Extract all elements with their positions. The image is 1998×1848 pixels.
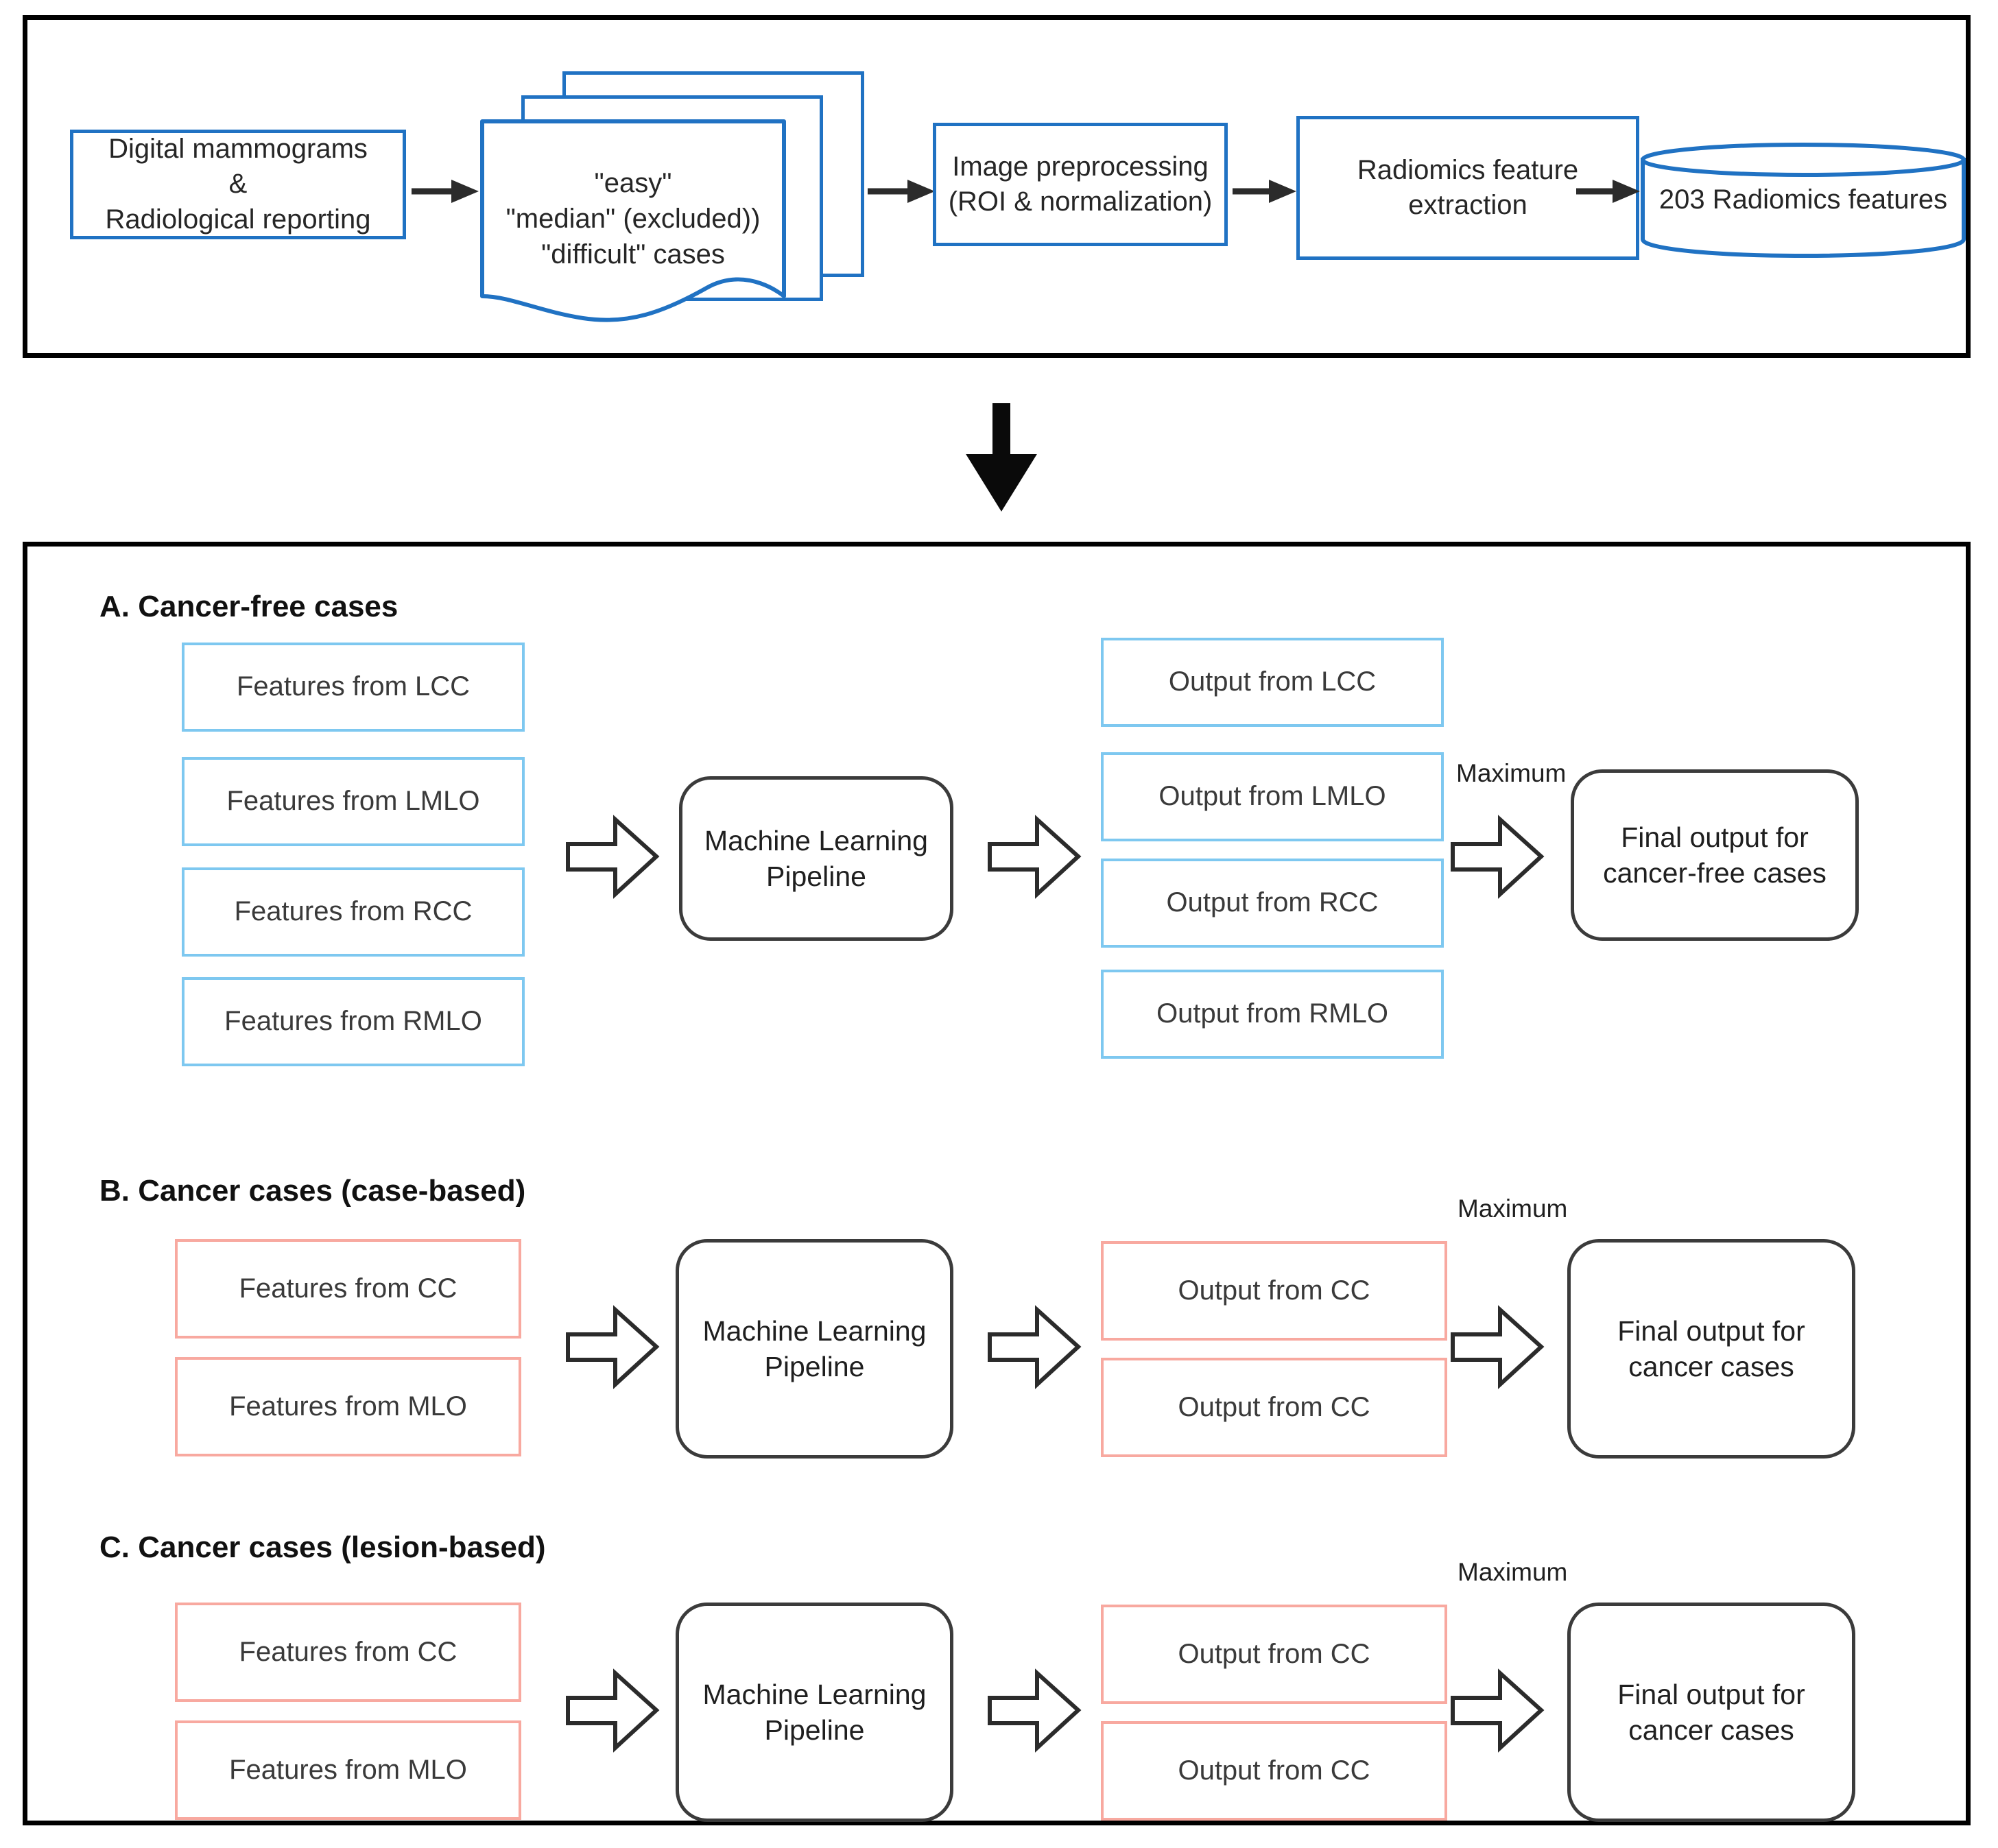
feature-store-label: 203 Radiomics features [1658, 184, 1948, 215]
section-a-output-3: Output from RMLO [1101, 970, 1444, 1059]
top-pipeline-panel: Digital mammograms & Radiological report… [23, 15, 1971, 358]
section-c-pipeline: Machine Learning Pipeline [676, 1603, 953, 1822]
section-b-arrow-in [566, 1304, 660, 1390]
node-feature-extraction: Radiomics feature extraction [1296, 116, 1639, 260]
section-c-arrow-in [566, 1668, 660, 1753]
section-b-input-1: Features from MLO [175, 1357, 521, 1456]
section-a-input-2: Features from RCC [182, 867, 525, 957]
section-title-c: C. Cancer cases (lesion-based) [99, 1531, 546, 1564]
section-a-pipeline: Machine Learning Pipeline [679, 776, 953, 941]
section-a-output-2: Output from RCC [1101, 859, 1444, 948]
node-preprocessing: Image preprocessing (ROI & normalization… [933, 123, 1228, 246]
panel-transition-arrow [960, 403, 1043, 513]
section-c-output-1: Output from CC [1101, 1721, 1447, 1821]
section-a-arrow-in [566, 814, 660, 900]
section-b-arrow-out [988, 1304, 1082, 1390]
stack-sheet-front [480, 119, 786, 322]
section-c-aggregation-label: Maximum [1458, 1558, 1568, 1586]
section-b-output-0: Output from CC [1101, 1241, 1447, 1341]
case-stack-label: "easy" "median" (excluded)) "difficult" … [506, 168, 761, 269]
section-c-arrow-final [1451, 1668, 1545, 1753]
cylinder-icon [1641, 143, 1966, 259]
flow-arrow-3 [1233, 178, 1298, 205]
section-b-final-output: Final output for cancer cases [1567, 1239, 1855, 1459]
section-a-output-0: Output from LCC [1101, 638, 1444, 727]
node-data-source: Digital mammograms & Radiological report… [70, 130, 406, 239]
section-c-input-1: Features from MLO [175, 1720, 521, 1820]
classification-sections-panel: A. Cancer-free cases Features from LCC F… [23, 542, 1971, 1825]
flow-arrow-4 [1576, 178, 1641, 205]
section-c-final-output: Final output for cancer cases [1567, 1603, 1855, 1822]
flow-arrow-1 [412, 178, 480, 205]
section-a-arrow-out [988, 814, 1082, 900]
section-a-input-3: Features from RMLO [182, 977, 525, 1066]
section-a-input-1: Features from LMLO [182, 757, 525, 846]
section-c-input-0: Features from CC [175, 1603, 521, 1702]
section-title-b: B. Cancer cases (case-based) [99, 1174, 526, 1208]
flow-arrow-2 [868, 178, 936, 205]
section-a-input-0: Features from LCC [182, 643, 525, 732]
section-a-aggregation-label: Maximum [1456, 759, 1567, 787]
node-case-stack: "easy" "median" (excluded)) "difficult" … [480, 71, 864, 332]
section-c-output-0: Output from CC [1101, 1605, 1447, 1704]
section-a-arrow-final [1451, 814, 1545, 900]
section-b-arrow-final [1451, 1304, 1545, 1390]
section-title-a: A. Cancer-free cases [99, 590, 399, 623]
section-b-pipeline: Machine Learning Pipeline [676, 1239, 953, 1459]
section-b-aggregation-label: Maximum [1458, 1195, 1568, 1223]
section-b-input-0: Features from CC [175, 1239, 521, 1339]
section-a-output-1: Output from LMLO [1101, 752, 1444, 841]
section-c-arrow-out [988, 1668, 1082, 1753]
section-b-output-1: Output from CC [1101, 1358, 1447, 1457]
node-feature-store: 203 Radiomics features [1639, 142, 1967, 259]
section-a-final-output: Final output for cancer-free cases [1571, 769, 1859, 941]
